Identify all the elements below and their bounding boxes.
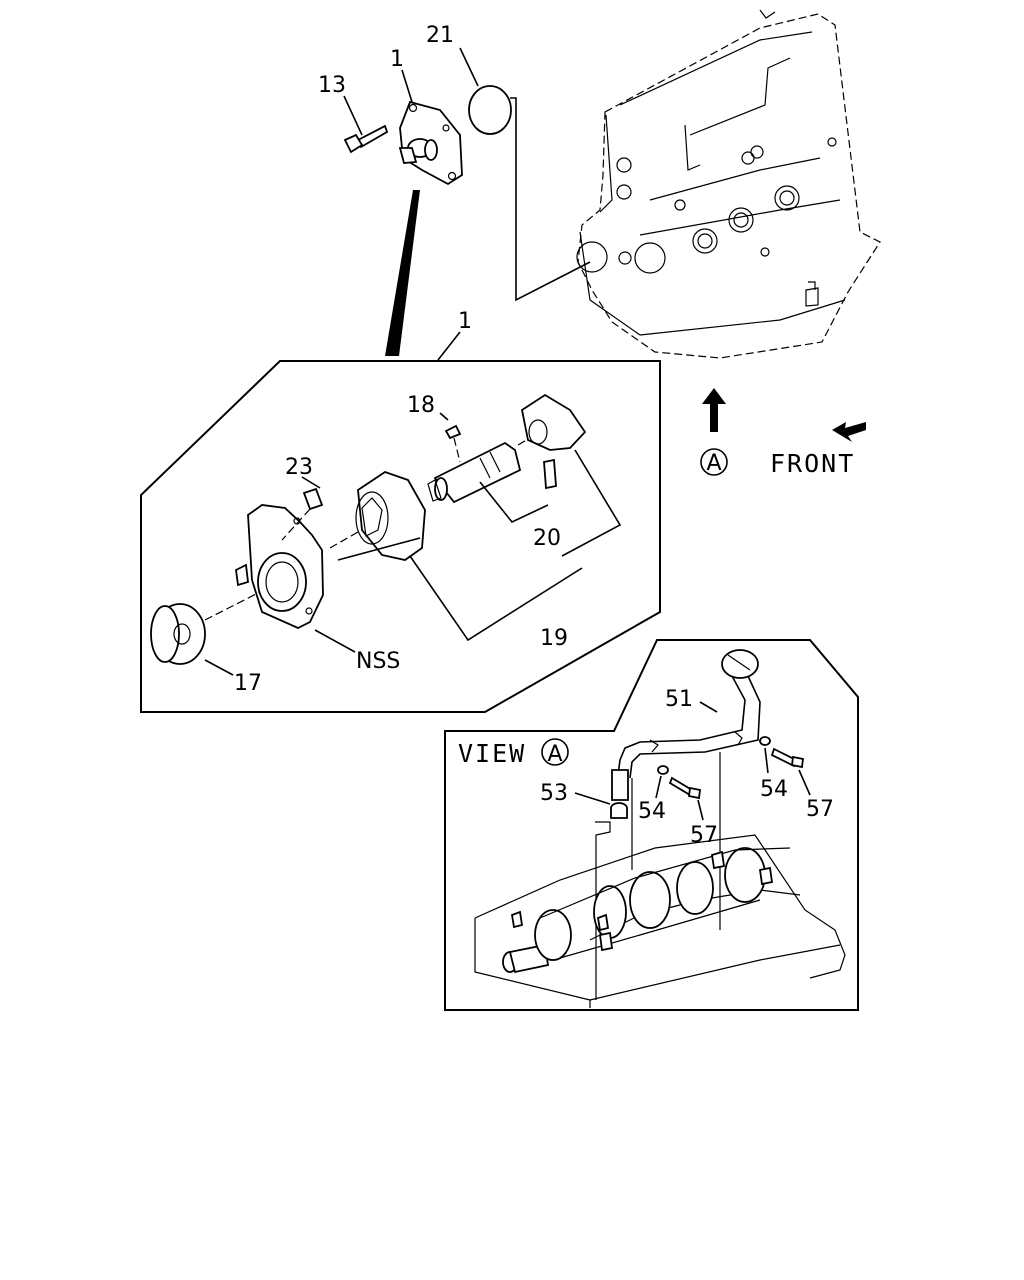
- drive-pin: [543, 458, 557, 490]
- callout-17: 17: [234, 671, 262, 696]
- callout-57-left: 57: [690, 823, 718, 848]
- view-title: VIEW: [458, 739, 526, 768]
- callout-21: 21: [426, 23, 454, 48]
- gasket-53: [574, 792, 628, 819]
- view-title-marker-circle: [541, 738, 569, 766]
- callout-51: 51: [665, 687, 693, 712]
- washer-54-left: [655, 765, 669, 799]
- oil-strainer-51: [611, 649, 761, 801]
- callout-1-box: 1: [458, 309, 472, 334]
- key-18: [444, 424, 462, 463]
- callout-18: 18: [407, 393, 435, 418]
- view-a-box: [444, 639, 859, 1011]
- callout-13: 13: [318, 73, 346, 98]
- callout-23: 23: [285, 455, 313, 480]
- bolt-57-left: [668, 776, 704, 821]
- seal-17: [150, 591, 261, 665]
- callout-20: 20: [533, 526, 561, 551]
- crankshaft-assembly: [474, 834, 846, 1008]
- callout-54-left: 54: [638, 799, 666, 824]
- callout-57-right: 57: [806, 797, 834, 822]
- shaft-20: [427, 431, 541, 504]
- detail-wedge: [385, 190, 420, 356]
- bolt-57-right: [770, 747, 811, 796]
- pin-23: [281, 487, 324, 541]
- pump-body-nss: [235, 504, 324, 629]
- inner-rotor: [520, 393, 587, 451]
- front-arrow-icon: [832, 422, 866, 442]
- oil-pump-assembly-top: [398, 100, 463, 186]
- engine-block: [576, 9, 881, 359]
- callout-19: 19: [540, 626, 568, 651]
- o-ring-21: [468, 85, 591, 302]
- front-label: FRONT: [770, 449, 855, 478]
- outer-rotor-19: [329, 471, 426, 561]
- view-title-marker: A: [547, 742, 562, 767]
- up-arrow-icon: [702, 388, 726, 432]
- callout-54-right: 54: [760, 777, 788, 802]
- washer-54-right: [759, 736, 771, 774]
- pump-detail-box: [140, 360, 661, 713]
- callout-53: 53: [540, 781, 568, 806]
- view-a-marker: A: [700, 448, 728, 476]
- view-a-letter: A: [706, 451, 721, 476]
- callout-nss: NSS: [356, 649, 400, 674]
- callout-1-top: 1: [390, 47, 404, 72]
- bolt-13: [343, 124, 389, 154]
